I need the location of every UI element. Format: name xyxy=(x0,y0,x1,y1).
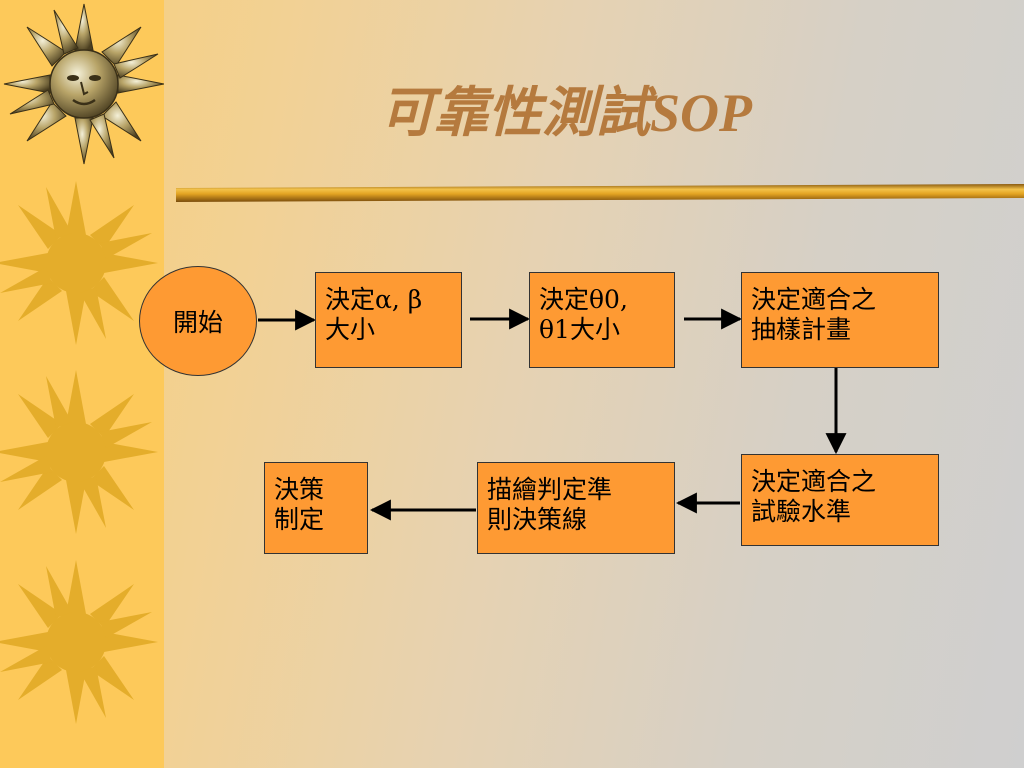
step-box-6: 決策 制定 xyxy=(264,462,368,554)
step-3-line-2: 抽樣計畫 xyxy=(751,315,852,344)
decorative-sun-column xyxy=(0,0,164,768)
yellow-sun-icon xyxy=(0,370,158,534)
step-6-line-2: 制定 xyxy=(274,505,325,534)
step-box-4: 決定適合之 試驗水準 xyxy=(741,454,939,546)
step-1-line-2: 大小 xyxy=(325,315,376,344)
step-box-2: 決定θ0, θ1大小 xyxy=(529,272,675,368)
start-node: 開始 xyxy=(139,266,257,376)
step-3-line-1: 決定適合之 xyxy=(751,285,877,314)
step-2-line-2: θ1大小 xyxy=(539,315,620,344)
step-6-line-1: 決策 xyxy=(274,475,325,504)
sun-ornaments xyxy=(0,3,164,724)
step-box-3: 決定適合之 抽樣計畫 xyxy=(741,272,939,368)
yellow-sun-icon xyxy=(0,560,158,724)
step-4-line-2: 試驗水準 xyxy=(751,497,852,526)
step-1-line-1: 決定α, β xyxy=(325,285,423,314)
step-box-1: 決定α, β 大小 xyxy=(315,272,462,368)
slide-title: 可靠性測試SOP xyxy=(380,83,753,143)
start-label: 開始 xyxy=(172,308,223,337)
title-divider xyxy=(176,184,1024,202)
step-2-line-1: 決定θ0, xyxy=(539,285,628,314)
step-box-5: 描繪判定準 則決策線 xyxy=(477,462,675,554)
step-4-line-1: 決定適合之 xyxy=(751,467,877,496)
step-5-line-2: 則決策線 xyxy=(487,505,588,534)
metallic-sun-icon xyxy=(3,3,164,165)
step-5-line-1: 描繪判定準 xyxy=(487,475,613,504)
yellow-sun-icon xyxy=(0,181,158,345)
